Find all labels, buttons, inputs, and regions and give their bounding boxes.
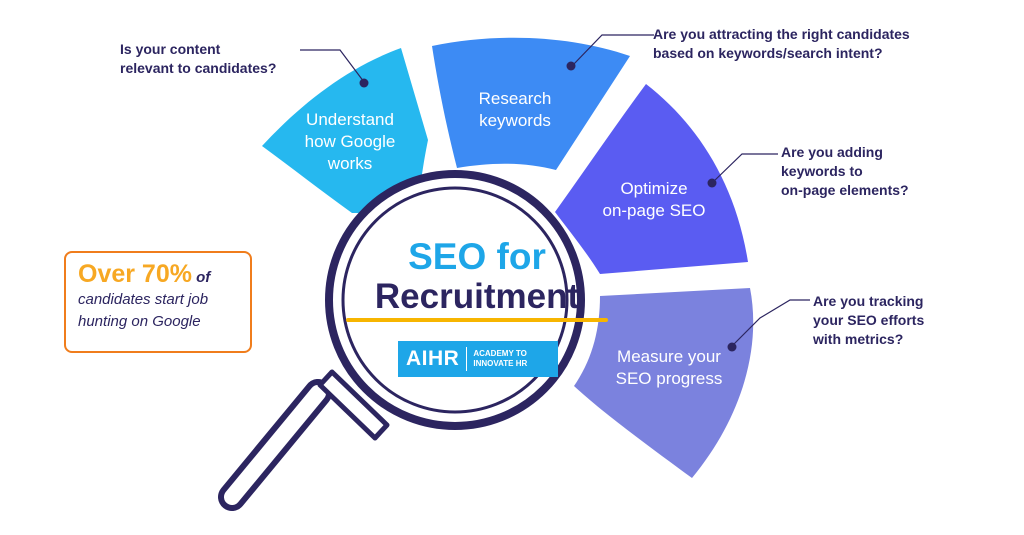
logo-wordmark: AIHR — [406, 347, 460, 370]
stat-highlight: Over 70% — [78, 260, 192, 288]
title-seo-for: SEO for — [408, 236, 546, 277]
connector-dot-3 — [707, 178, 717, 188]
magnifier-shaft-inner — [224, 385, 326, 505]
segment-measure-progress — [574, 288, 754, 478]
connector-line-3 — [711, 153, 778, 184]
title-recruitment: Recruitment — [374, 277, 580, 316]
segment-research-keywords — [432, 37, 630, 170]
title-underline — [346, 318, 608, 322]
segment-label-understand: Understand how Google works — [304, 110, 396, 173]
magnifier-collar — [317, 369, 390, 441]
question-content-relevance: Is your content relevant to candidates? — [120, 41, 277, 76]
segment-label-measure: Measure your SEO progress — [615, 347, 723, 388]
aihr-logo: AIHR ACADEMY TO INNOVATE HR — [398, 341, 558, 377]
stat-of: of — [196, 269, 211, 286]
magnifier-handle — [218, 369, 390, 511]
logo-divider — [466, 347, 468, 371]
connector-lines — [300, 34, 810, 347]
magnifier-ring-inner — [341, 186, 569, 414]
connector-dot-1 — [359, 78, 369, 88]
connector-line-2 — [571, 34, 654, 67]
segment-optimize-onpage — [555, 84, 748, 274]
connector-dots — [359, 61, 737, 352]
segment-label-optimize: Optimize on-page SEO — [602, 179, 706, 220]
stat-callout: Over 70% of candidates start job hunting… — [64, 251, 252, 353]
connector-dot-2 — [566, 61, 576, 71]
connector-line-1 — [300, 49, 365, 83]
segment-label-research: Research keywords — [478, 89, 552, 130]
connector-dot-4 — [727, 342, 737, 352]
stat-text: candidates start job hunting on Google — [78, 291, 209, 330]
question-tracking-efforts: Are you tracking your SEO efforts with m… — [813, 293, 925, 347]
logo-tagline: ACADEMY TO INNOVATE HR — [473, 349, 528, 368]
question-attracting-candidates: Are you attracting the right candidates … — [653, 26, 910, 61]
question-adding-keywords: Are you adding keywords to on-page eleme… — [781, 144, 909, 198]
segment-understand-google — [262, 48, 428, 213]
connector-line-4 — [731, 299, 810, 347]
